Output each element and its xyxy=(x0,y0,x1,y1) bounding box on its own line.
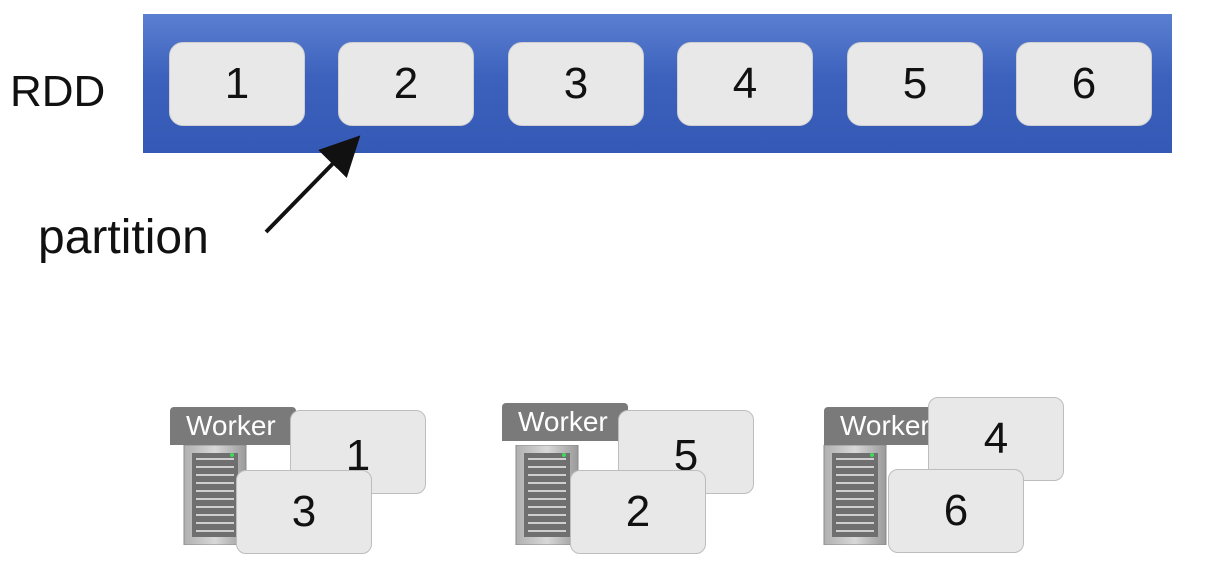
partition-caption: partition xyxy=(38,211,209,264)
rdd-partition-3: 3 xyxy=(508,42,644,126)
worker-partition-card: 4 xyxy=(928,397,1064,481)
worker-label: Worker xyxy=(502,403,628,441)
worker-partition-card: 6 xyxy=(888,469,1024,553)
worker-label: Worker xyxy=(170,407,296,445)
rdd-partition-5: 5 xyxy=(847,42,983,126)
server-icon xyxy=(823,445,887,545)
rdd-partition-4: 4 xyxy=(677,42,813,126)
worker-group-3: Worker 4 6 xyxy=(810,395,1080,555)
server-icon xyxy=(183,445,247,545)
worker-partition-card: 2 xyxy=(570,470,706,554)
worker-partition-card: 3 xyxy=(236,470,372,554)
worker-group-1: Worker 1 3 xyxy=(170,395,440,555)
server-icon xyxy=(515,445,579,545)
rdd-label: RDD xyxy=(10,67,106,116)
rdd-bar: 1 2 3 4 5 6 xyxy=(143,14,1172,153)
rdd-partition-6: 6 xyxy=(1016,42,1152,126)
rdd-partition-1: 1 xyxy=(169,42,305,126)
rdd-partition-2: 2 xyxy=(338,42,474,126)
worker-group-2: Worker 5 2 xyxy=(502,395,772,555)
